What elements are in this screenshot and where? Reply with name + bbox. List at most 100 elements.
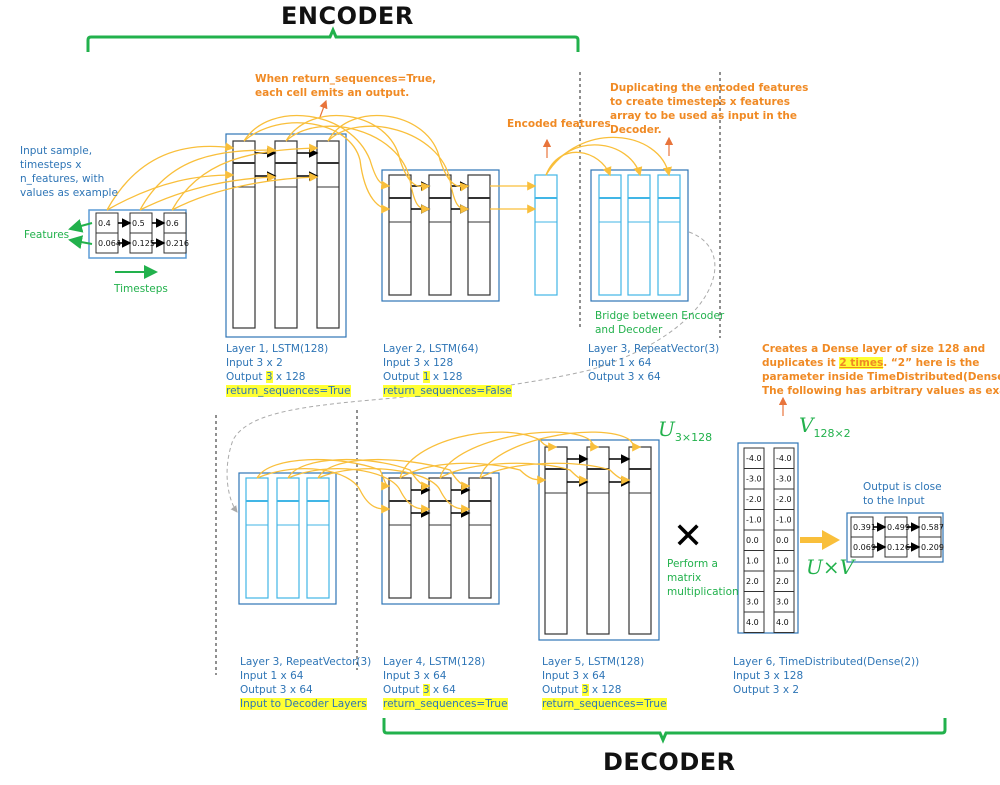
decoder-bracket bbox=[382, 718, 947, 744]
note-line: to create timesteps x features bbox=[610, 96, 791, 108]
layer-extra: return_sequences=True bbox=[226, 385, 351, 397]
note-arrow-return-seq bbox=[319, 99, 328, 118]
weight-value: 0.0 bbox=[776, 536, 789, 545]
output-close-note: Output is close to the Input bbox=[863, 480, 942, 508]
layer-output: Output 3 x 64 bbox=[383, 683, 508, 697]
flow-arrows bbox=[106, 114, 672, 514]
layer2-cells bbox=[388, 174, 491, 296]
lstm-cell bbox=[467, 174, 491, 296]
flow-curve bbox=[106, 142, 235, 211]
lstm-cell bbox=[316, 140, 340, 329]
lstm-cell bbox=[306, 477, 330, 599]
weight-cell bbox=[773, 611, 795, 633]
matmul-note: Perform a matrix multiplication bbox=[667, 557, 739, 599]
uxv-label: U×V bbox=[806, 555, 855, 579]
lstm-cell bbox=[276, 477, 300, 599]
text: x 128 bbox=[588, 684, 622, 696]
input-sample-line: Input sample, bbox=[20, 145, 93, 157]
bridge-line: Bridge between Encoder bbox=[595, 310, 725, 322]
u-matrix-label: U3×128 bbox=[658, 417, 712, 444]
matmul-line: matrix bbox=[667, 572, 702, 584]
flow-curve bbox=[327, 114, 470, 192]
weight-value: -4.0 bbox=[746, 454, 762, 463]
features-label: Features bbox=[24, 229, 70, 241]
timesteps-label: Timesteps bbox=[114, 283, 168, 295]
weight-value: 2.0 bbox=[746, 577, 759, 586]
bridge-line: and Decoder bbox=[595, 324, 663, 336]
note-line: The following has arbitrary values as ex… bbox=[762, 385, 1000, 397]
weight-value: 1.0 bbox=[776, 557, 789, 566]
weight-value: -2.0 bbox=[746, 495, 762, 504]
layer-output: Output 1 x 128 bbox=[383, 370, 512, 384]
weight-value: 2.0 bbox=[776, 577, 789, 586]
layer-extra: return_sequences=True bbox=[383, 698, 508, 710]
repeat-bottom-cells bbox=[245, 477, 330, 599]
lstm-cell bbox=[388, 174, 412, 296]
layer1-caption: Layer 1, LSTM(128) Input 3 x 2 Output 3 … bbox=[226, 342, 351, 398]
flow-curve bbox=[287, 468, 431, 514]
layer-output: Output 3 x 128 bbox=[542, 683, 667, 697]
flow-curve bbox=[327, 125, 470, 214]
flow-curve bbox=[399, 431, 558, 479]
weight-value: -3.0 bbox=[776, 475, 792, 484]
layer-name: Layer 5, LSTM(128) bbox=[542, 656, 645, 668]
highlight: 3 bbox=[581, 684, 589, 696]
flow-curve bbox=[139, 145, 277, 211]
flow-curve bbox=[545, 151, 612, 177]
layer4-frame bbox=[381, 472, 500, 605]
features-arrow-1 bbox=[68, 219, 93, 233]
layer-input: Input 1 x 64 bbox=[240, 670, 304, 682]
note-line: When return_sequences=True, bbox=[255, 73, 437, 85]
matrix-value: 0.499 bbox=[887, 523, 910, 532]
flow-curve bbox=[171, 143, 319, 211]
layer-input: Input 1 x 64 bbox=[588, 357, 652, 369]
v-matrix-label: V128×2 bbox=[799, 413, 851, 440]
layer-input: Input 3 x 2 bbox=[226, 357, 283, 369]
layer3-top-caption: Layer 3, RepeatVector(3) Input 1 x 64 Ou… bbox=[588, 342, 719, 384]
highlight: 1 bbox=[422, 371, 430, 383]
matrix-value: 0.4 bbox=[98, 219, 111, 228]
flow-curve bbox=[439, 462, 589, 485]
repeat-bottom-frame bbox=[238, 472, 337, 605]
layer-output: Output 3 x 64 bbox=[240, 684, 313, 696]
layer-name: Layer 4, LSTM(128) bbox=[383, 656, 486, 668]
u-base: U bbox=[658, 417, 675, 441]
note-text: parameter inside TimeDistributed(Dense( bbox=[762, 371, 1000, 383]
flow-curve bbox=[317, 468, 471, 514]
note-text: . “2” here is the bbox=[883, 357, 980, 369]
weight-value: 1.0 bbox=[746, 557, 759, 566]
lstm-cell bbox=[388, 477, 412, 599]
weight-value: 4.0 bbox=[746, 618, 759, 627]
layer-output: Output 3 x 64 bbox=[588, 371, 661, 383]
weight-cell bbox=[743, 611, 765, 633]
lstm-cell bbox=[598, 174, 622, 296]
text: Output bbox=[542, 684, 582, 696]
matrix-value: 0.209 bbox=[921, 543, 944, 552]
lstm-cell bbox=[468, 477, 492, 599]
flow-curve bbox=[285, 125, 431, 214]
layer4-caption: Layer 4, LSTM(128) Input 3 x 64 Output 3… bbox=[383, 655, 508, 711]
matrix-value: 0.125 bbox=[132, 239, 155, 248]
flow-curve bbox=[139, 172, 277, 211]
layer-input: Input 3 x 128 bbox=[383, 357, 454, 369]
v-sub: 128×2 bbox=[813, 427, 851, 440]
weight-value: -4.0 bbox=[776, 454, 792, 463]
multiply-icon: ✕ bbox=[673, 516, 704, 557]
note-text: duplicates it bbox=[762, 357, 840, 369]
flow-curve bbox=[287, 458, 431, 491]
uxv-arrow bbox=[800, 530, 840, 550]
return-sequences-note: When return_sequences=True, each cell em… bbox=[255, 72, 436, 100]
lstm-cell bbox=[657, 174, 681, 296]
layer-input: Input 3 x 64 bbox=[542, 670, 606, 682]
layer6-caption: Layer 6, TimeDistributed(Dense(2)) Input… bbox=[733, 655, 919, 697]
matrix-value: 0.391 bbox=[853, 523, 876, 532]
text: Output bbox=[226, 371, 266, 383]
matrix-value: 0.216 bbox=[166, 239, 189, 248]
lstm-cell bbox=[534, 174, 558, 296]
layer-name: Layer 1, LSTM(128) bbox=[226, 343, 329, 355]
lstm-cell bbox=[586, 446, 610, 635]
layer-name: Layer 3, RepeatVector(3) bbox=[240, 656, 372, 668]
duplicating-note: Duplicating the encoded features to crea… bbox=[610, 81, 808, 137]
lstm-cell bbox=[627, 174, 651, 296]
